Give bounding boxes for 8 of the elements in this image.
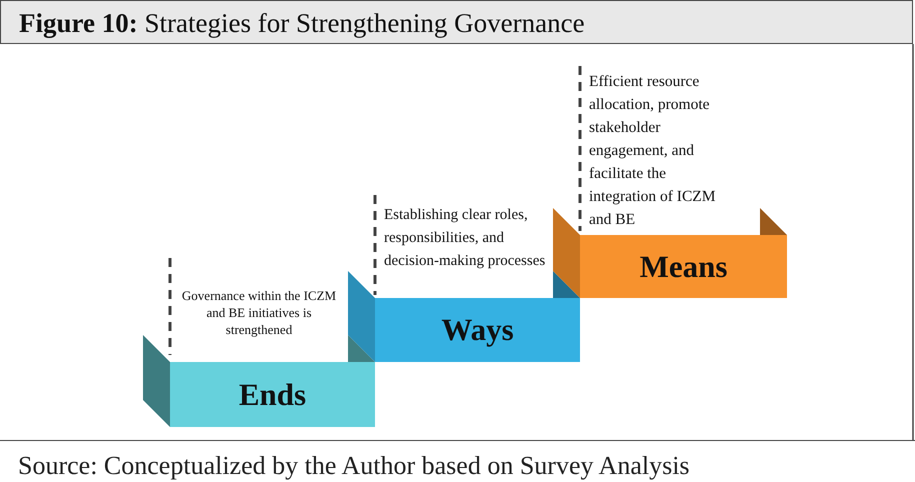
figure-title: Figure 10: Strategies for Strengthening Governance — [0, 0, 913, 44]
step-description: Establishing clear roles, responsibilities, and decision-making processes — [384, 206, 546, 271]
step-description: Governance within the ICZM and BE initiatives is strengthened — [180, 287, 338, 338]
step-bar: Means — [580, 235, 787, 298]
step-description: Efficient resource allocation, promote stakeholder engagement, and facilitate the integration of ICZM and BE — [589, 72, 717, 230]
step-bar: Ends — [170, 362, 375, 427]
source-caption: Source: Conceptualized by the Author based on Survey Analysis — [0, 440, 915, 482]
step-bar: Ways — [375, 298, 580, 362]
